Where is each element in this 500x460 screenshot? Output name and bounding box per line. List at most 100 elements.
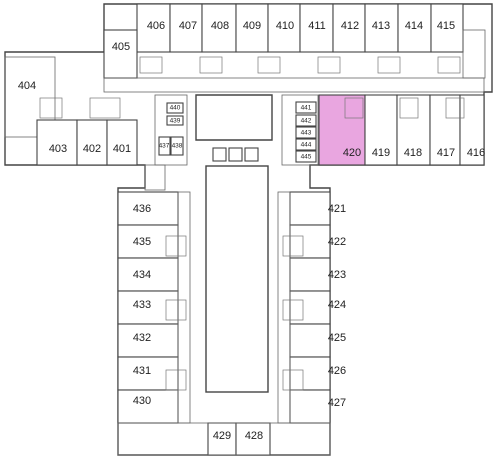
service-block-east: [281, 94, 319, 166]
label-412: 412: [341, 20, 359, 32]
room-421[interactable]: [289, 191, 331, 226]
bath-north-6: [437, 56, 461, 74]
room-418[interactable]: [396, 94, 431, 166]
label-407: 407: [179, 20, 197, 32]
label-428: 428: [245, 430, 263, 442]
room-444[interactable]: [295, 138, 317, 151]
corridor-south-east: [277, 191, 291, 424]
room-426[interactable]: [289, 356, 331, 391]
label-443: 443: [301, 130, 312, 137]
label-434: 434: [133, 269, 151, 281]
label-419: 419: [372, 147, 390, 159]
room-423[interactable]: [289, 257, 331, 292]
label-408: 408: [211, 20, 229, 32]
stair-ne: [462, 29, 486, 79]
north-wing: [4, 3, 486, 138]
room-408[interactable]: [201, 3, 237, 53]
label-444: 444: [301, 142, 312, 149]
room-414[interactable]: [397, 3, 432, 53]
room-443[interactable]: [295, 126, 317, 139]
room-406[interactable]: [136, 3, 171, 53]
room-413[interactable]: [364, 3, 399, 53]
room-425[interactable]: [289, 323, 331, 358]
label-438: 438: [172, 143, 183, 150]
atrium-top: [195, 94, 273, 141]
label-433: 433: [133, 299, 151, 311]
label-441: 441: [301, 105, 312, 112]
bath-north-5: [377, 56, 401, 74]
room-401[interactable]: [106, 119, 138, 166]
room-442[interactable]: [295, 114, 317, 127]
label-432: 432: [133, 332, 151, 344]
room-405[interactable]: [103, 29, 138, 79]
room-441[interactable]: [295, 101, 317, 114]
room-420[interactable]: [318, 94, 366, 166]
atrium-courtyard: [205, 165, 269, 393]
room-415[interactable]: [430, 3, 464, 53]
room-411[interactable]: [299, 3, 334, 53]
bath-east-3: [445, 97, 465, 119]
label-411: 411: [308, 20, 326, 32]
corridor-south-west: [177, 191, 191, 424]
stair-sw: [144, 164, 166, 191]
elevator-2: [228, 147, 243, 162]
bath-south-2: [165, 299, 187, 321]
label-431: 431: [133, 365, 151, 377]
room-424[interactable]: [289, 290, 331, 325]
east-wing: [281, 94, 485, 166]
room-422[interactable]: [289, 224, 331, 259]
room-437[interactable]: [158, 136, 171, 156]
label-429: 429: [213, 430, 231, 442]
bath-south-6: [282, 369, 304, 391]
label-422: 422: [328, 236, 346, 248]
label-404: 404: [18, 80, 36, 92]
room-445[interactable]: [295, 150, 317, 163]
bath-west-2: [89, 97, 121, 119]
room-407[interactable]: [169, 3, 203, 53]
room-434[interactable]: [117, 257, 179, 292]
label-401: 401: [113, 143, 131, 155]
south-wing: [117, 164, 331, 456]
room-402[interactable]: [76, 119, 108, 166]
label-416: 416: [467, 147, 485, 159]
bottom-row: [117, 422, 331, 456]
label-420: 420: [343, 147, 361, 159]
bath-north-1: [139, 56, 163, 74]
label-445: 445: [301, 154, 312, 161]
label-413: 413: [372, 20, 390, 32]
bath-north-4: [317, 56, 341, 74]
bath-west-1: [39, 97, 63, 119]
room-404[interactable]: [4, 56, 56, 138]
label-409: 409: [243, 20, 261, 32]
room-440[interactable]: [166, 102, 184, 114]
label-437: 437: [159, 143, 170, 150]
bath-south-5: [282, 299, 304, 321]
room-419[interactable]: [364, 94, 398, 166]
label-435: 435: [133, 236, 151, 248]
label-424: 424: [328, 299, 346, 311]
room-439[interactable]: [166, 115, 184, 126]
label-403: 403: [49, 143, 67, 155]
room-438[interactable]: [170, 136, 184, 156]
bath-east-2: [399, 97, 419, 119]
label-417: 417: [437, 147, 455, 159]
label-406: 406: [147, 20, 165, 32]
bath-south-1: [165, 235, 187, 257]
building-outline: [4, 3, 493, 456]
label-427: 427: [328, 397, 346, 409]
bath-north-2: [199, 56, 223, 74]
bath-south-4: [282, 235, 304, 257]
room-410[interactable]: [267, 3, 301, 53]
elevator-1: [212, 147, 227, 162]
corridor-north: [103, 77, 485, 93]
label-415: 415: [437, 20, 455, 32]
room-labels: 404 405 406 407 408 409 410 411 412 413 …: [18, 20, 485, 442]
room-436[interactable]: [117, 191, 179, 226]
central-atrium: [195, 94, 273, 393]
label-430: 430: [133, 395, 151, 407]
room-412[interactable]: [332, 3, 366, 53]
room-427[interactable]: [289, 389, 331, 424]
bath-north-3: [257, 56, 281, 74]
label-414: 414: [405, 20, 423, 32]
